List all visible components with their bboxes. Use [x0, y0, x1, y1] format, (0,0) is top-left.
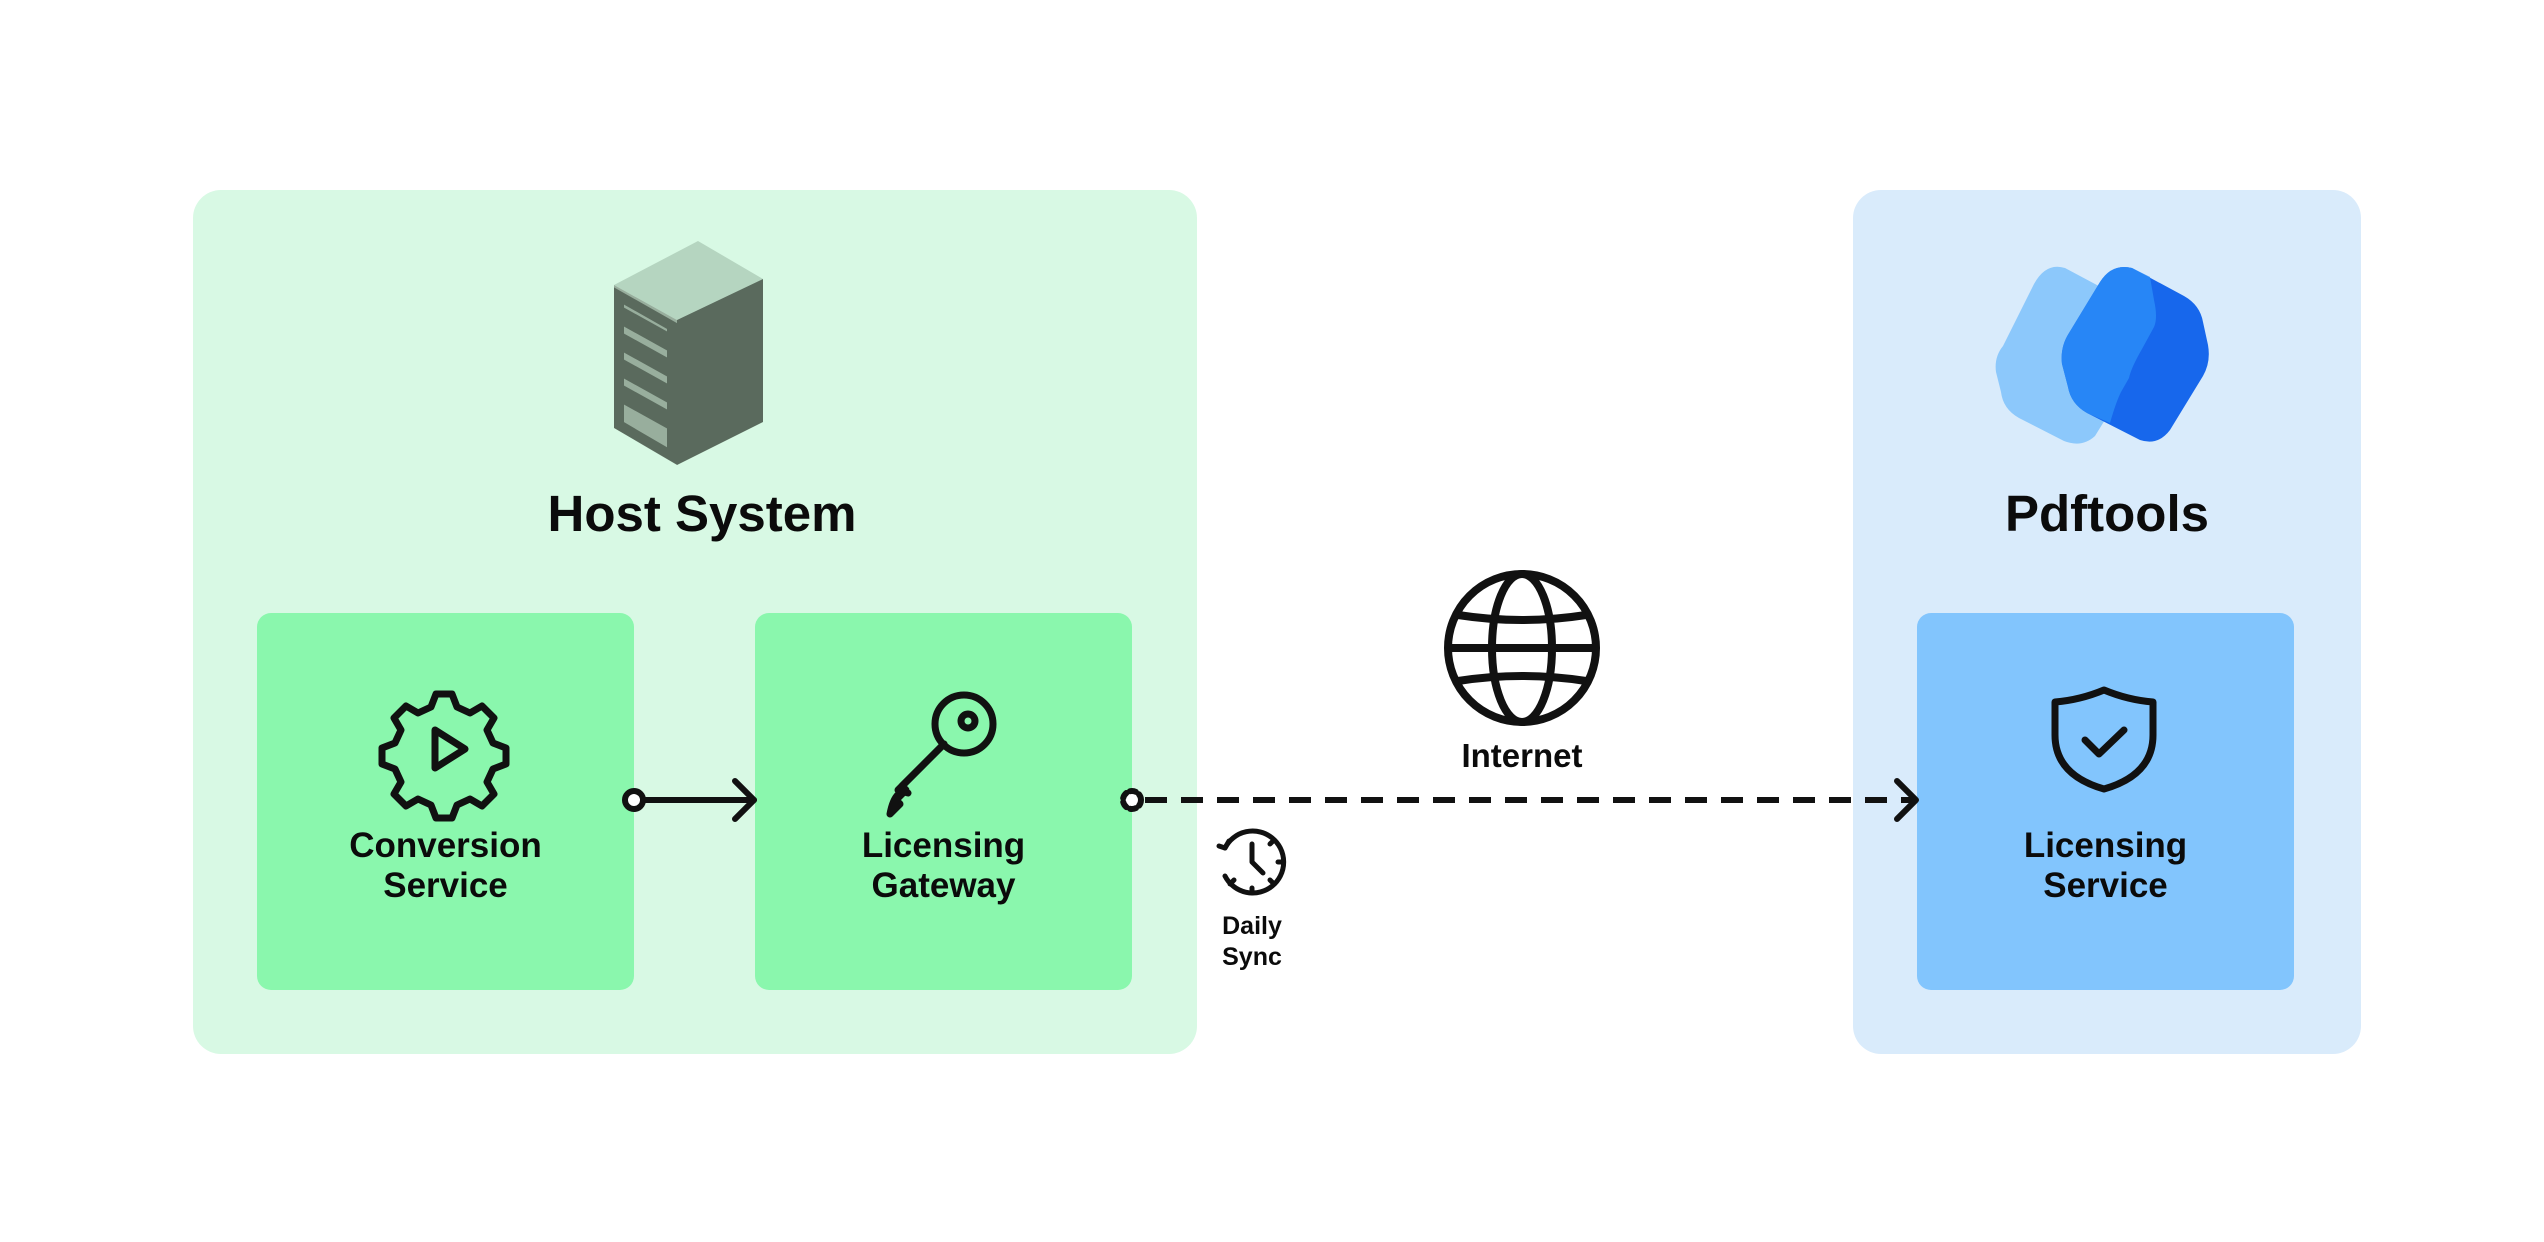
conversion-service-label: Conversion Service: [257, 826, 634, 906]
licensing-service-label-line2: Service: [2043, 866, 2168, 905]
globe-icon: [1444, 570, 1600, 726]
shield-check-icon: [2051, 686, 2157, 793]
clock-sync-icon: [1216, 828, 1287, 896]
key-icon: [886, 691, 997, 818]
conversion-service-label-line2: Service: [383, 866, 508, 905]
internet-label: Internet: [1461, 737, 1583, 774]
pdftools-logo-icon: [1995, 266, 2209, 444]
licensing-gateway-label-line1: Licensing: [861, 826, 1026, 865]
licensing-gateway-card: [755, 613, 1132, 990]
daily-sync-label-line1: Daily: [1222, 912, 1282, 940]
licensing-gateway-label-line2: Gateway: [871, 866, 1016, 905]
host-system-title: Host System: [547, 485, 857, 542]
pdftools-title: Pdftools: [2005, 485, 2209, 542]
conversion-service-card: [257, 613, 634, 990]
licensing-service-label: Licensing Service: [1917, 826, 2294, 906]
solid-connection-arrow: [622, 778, 757, 822]
gear-play-icon: [378, 690, 510, 822]
conversion-service-label-line1: Conversion: [349, 826, 542, 865]
daily-sync-label: Daily Sync: [1192, 911, 1312, 973]
licensing-gateway-label: Licensing Gateway: [755, 826, 1132, 906]
dashed-sync-arrow: [1120, 778, 1919, 822]
licensing-service-label-line1: Licensing: [2023, 826, 2188, 865]
licensing-service-card: [1917, 613, 2294, 990]
daily-sync-label-line2: Sync: [1222, 943, 1282, 971]
server-icon: [614, 241, 763, 465]
